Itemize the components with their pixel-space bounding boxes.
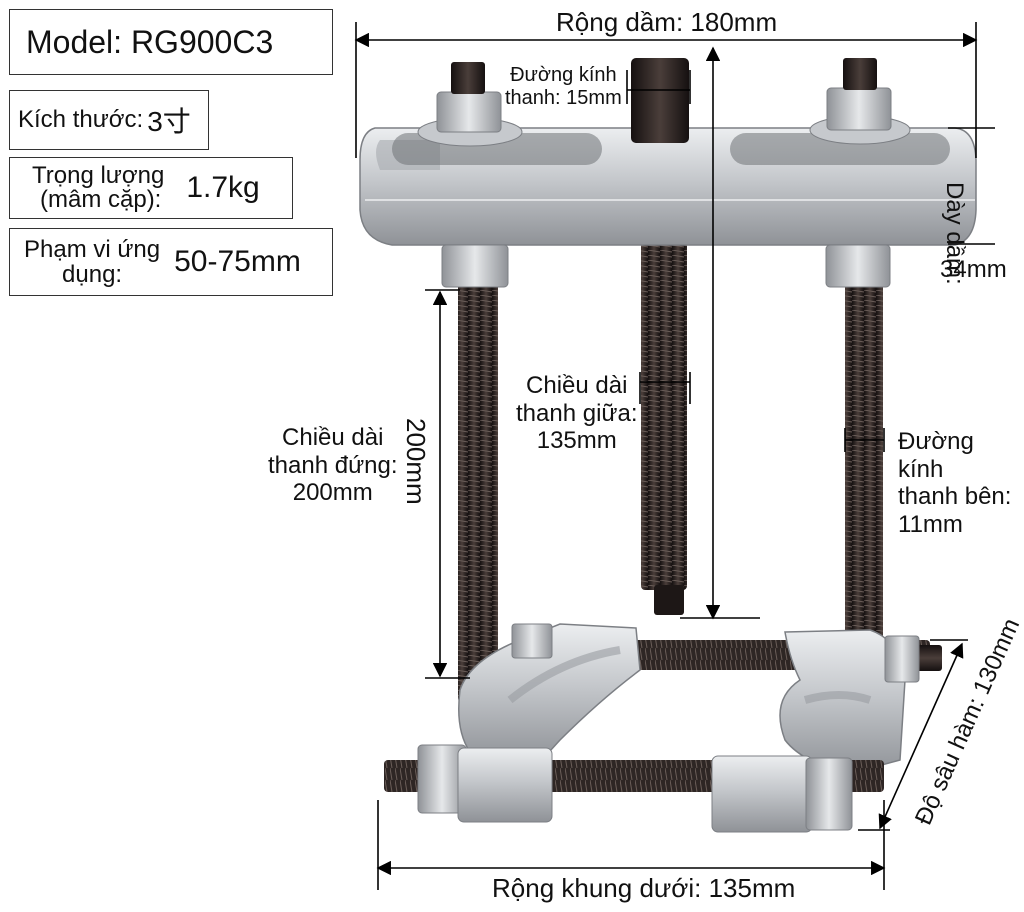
- rod-diameter-line2: thanh: 15mm: [505, 87, 622, 109]
- front-block-left: [417, 744, 553, 823]
- upright-line3: 200mm: [292, 479, 373, 507]
- beam-nut-left-top: [417, 62, 523, 147]
- top-beam: [359, 127, 977, 246]
- jaw-left: [458, 623, 641, 763]
- size-label: Kích thước:: [18, 106, 144, 133]
- side-rod-line3: 11mm: [898, 510, 963, 538]
- front-block-right: [711, 755, 853, 833]
- center-screw: [641, 240, 687, 615]
- upright-label: Chiều dài thanh đứng: 200mm: [268, 424, 398, 507]
- rod-diameter-line1: Đường kính: [510, 64, 617, 86]
- beam-thickness-line2: 34mm: [940, 256, 1007, 283]
- middle-rod-label: Chiều dài thanh giữa: 135mm: [516, 372, 638, 455]
- middle-rod-line1: Chiều dài: [526, 372, 628, 399]
- weight-value: 1.7kg: [186, 171, 260, 204]
- weight-label-line1: Trọng lượng: [32, 162, 165, 189]
- upright-vertical-label: 200mm: [401, 418, 431, 505]
- range-box: Phạm vi ứng dụng: 50-75mm: [9, 228, 333, 296]
- side-rod-line2: thanh bên:: [898, 483, 1012, 511]
- center-screw-hex-head: [631, 58, 689, 143]
- upright-line2: thanh đứng:: [268, 451, 398, 479]
- upright-line1: Chiều dài: [282, 424, 384, 451]
- weight-box: Trọng lượng (mâm cặp): 1.7kg: [9, 157, 293, 219]
- range-value: 50-75mm: [174, 245, 301, 278]
- weight-label-group: Trọng lượng (mâm cặp):: [32, 164, 164, 212]
- size-value: 3寸: [147, 106, 191, 137]
- upright-rod-right: [845, 282, 883, 712]
- side-rod-line1: Đường kính: [898, 428, 974, 483]
- range-label-line1: Phạm vi ứng: [24, 235, 161, 263]
- range-label-line2: dụng:: [62, 261, 123, 288]
- upright-rod-left: [458, 282, 498, 702]
- beam-width-label: Rộng dầm: 180mm: [556, 7, 778, 37]
- beam-nut-left-bottom: [441, 244, 509, 288]
- dimension-lines: [354, 22, 995, 890]
- model-label: Model: RG900C3: [26, 23, 274, 60]
- middle-rod-line3: 135mm: [536, 427, 617, 455]
- rod-diameter-label: Đường kính thanh: 15mm: [505, 64, 622, 110]
- size-box: Kích thước: 3寸: [9, 90, 209, 150]
- jaw-right: [779, 629, 920, 776]
- range-label-group: Phạm vi ứng dụng:: [24, 235, 161, 288]
- middle-rod-line2: thanh giữa:: [516, 399, 638, 427]
- side-rod-label: Đường kính thanh bên: 11mm: [898, 428, 1024, 538]
- beam-nut-right-top: [809, 58, 911, 145]
- model-box: Model: RG900C3: [9, 9, 333, 75]
- bottom-width-label: Rộng khung dưới: 135mm: [492, 873, 796, 903]
- weight-label-line2: (mâm cặp):: [40, 186, 162, 213]
- beam-nut-right-bottom: [825, 244, 891, 288]
